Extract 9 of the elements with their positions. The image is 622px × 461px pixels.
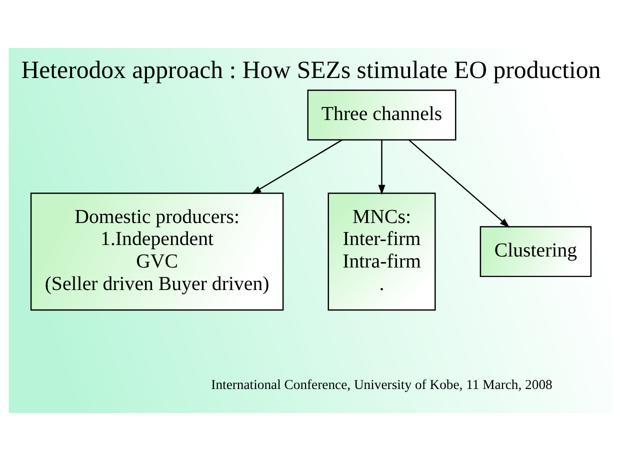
diagram-title: Heterodox approach : How SEZs stimulate EO production [21,56,601,84]
arrow [408,139,510,228]
arrow [378,140,386,195]
node-box: MNCs: Inter-firm Intra-firm . [328,192,436,311]
node-box: Three channels [307,90,456,140]
node-box: Clustering [480,226,592,278]
arrow [251,139,342,194]
caption: International Conference, University of Kobe, 11 March, 2008 [211,377,552,392]
node-box: Domestic producers: 1.Independent GVC (Seller driven Buyer driven) [30,192,284,311]
